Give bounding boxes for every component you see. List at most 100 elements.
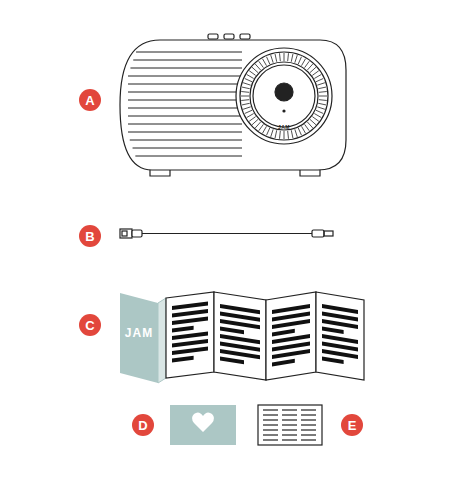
dial-tick (307, 64, 312, 70)
dial-tick (241, 96, 249, 97)
dial-tick (291, 130, 293, 138)
dial-tick (295, 55, 297, 63)
sheet-line (301, 429, 316, 430)
dial-tick (312, 71, 318, 76)
sheet-lines (263, 410, 316, 440)
dial-tick (295, 129, 297, 137)
dial-tick (267, 57, 270, 64)
sheet-line (301, 434, 316, 435)
sheet-line (263, 439, 278, 440)
dial-tick (302, 59, 306, 66)
dial-tick (279, 131, 281, 139)
dial-tick (263, 59, 267, 66)
dial-tick (275, 130, 277, 138)
sheet-line (282, 419, 297, 420)
sheet-line (301, 414, 316, 415)
sheet-line (282, 434, 297, 435)
grille-stripe (128, 84, 242, 85)
text-bar (172, 326, 194, 333)
dial-tick (314, 75, 321, 79)
dial-tick (316, 79, 323, 82)
grille-stripes (128, 52, 242, 156)
sheet-line (282, 414, 297, 415)
sheet (258, 405, 322, 445)
grille-stripe (135, 156, 242, 157)
dial-tick (259, 124, 264, 130)
dial-tick (241, 91, 249, 93)
leaflet-text-bars (172, 302, 358, 367)
sheet-line (263, 429, 278, 430)
dial-tick (284, 131, 285, 139)
text-bar (220, 357, 244, 365)
dial-tick (319, 91, 327, 93)
sheet-line (263, 434, 278, 435)
dial-tick (252, 67, 258, 72)
sheet-line (263, 419, 278, 420)
dial-tick (305, 61, 310, 67)
dial-tick (243, 83, 251, 85)
text-bar (322, 327, 344, 335)
dial-tick (242, 103, 250, 105)
dial-tick (241, 99, 249, 101)
text-bar (272, 349, 310, 359)
callout-letter: A (85, 94, 94, 107)
dial-tick (271, 55, 273, 63)
text-bar (272, 359, 295, 367)
dial-tick (247, 75, 254, 79)
callout-letter: D (138, 419, 147, 432)
dial-tick (271, 129, 273, 137)
grille-stripe (128, 92, 242, 93)
dial-tick (267, 128, 270, 135)
grille-stripe (136, 52, 242, 53)
dial-tick (319, 99, 327, 101)
dial-tick (312, 117, 318, 122)
dial-tick (263, 126, 267, 133)
dial-tick (245, 110, 252, 113)
dial-tick (243, 107, 251, 109)
callout-letter: B (85, 230, 94, 243)
grille-stripe (130, 140, 242, 141)
dial-tick (318, 87, 326, 89)
brand-logo: JAM (125, 327, 153, 339)
dial-tick (314, 114, 321, 118)
brand-logo: JAM (278, 125, 290, 130)
dial-tick (284, 53, 285, 61)
text-bar (172, 309, 208, 318)
grille-stripe (133, 148, 242, 149)
dial-tick (310, 67, 316, 72)
leaflet (120, 292, 364, 383)
dial-tick (302, 126, 306, 133)
sheet-line (301, 409, 316, 410)
grille-stripe (128, 124, 242, 125)
sheet-line (301, 439, 316, 440)
usb-cable (120, 229, 333, 238)
text-bar (172, 332, 208, 341)
dial-tick (287, 131, 289, 139)
sheet-line (282, 439, 297, 440)
sheet-line (263, 424, 278, 425)
grille-stripe (128, 108, 242, 109)
text-bar (172, 302, 208, 311)
dial-tick (305, 124, 310, 130)
dial-tick (287, 53, 289, 61)
callout-letter: C (85, 319, 94, 332)
dial-tick (259, 61, 264, 67)
dial-tick (318, 103, 326, 105)
callout-letter: E (348, 419, 357, 432)
grille-stripe (128, 100, 242, 101)
text-bar (172, 339, 208, 348)
callout-circles (79, 89, 363, 436)
sheet-line (263, 414, 278, 415)
text-bar (272, 319, 310, 329)
text-bar (272, 329, 295, 337)
dial-tick (249, 117, 255, 122)
dial-tick (275, 54, 277, 62)
sheet-line (282, 409, 297, 410)
dial-tick (249, 71, 255, 76)
dial-tick (242, 87, 250, 89)
dial-tick (247, 114, 254, 118)
card (170, 405, 236, 445)
grille-stripe (128, 132, 242, 133)
dial-tick (317, 83, 325, 85)
